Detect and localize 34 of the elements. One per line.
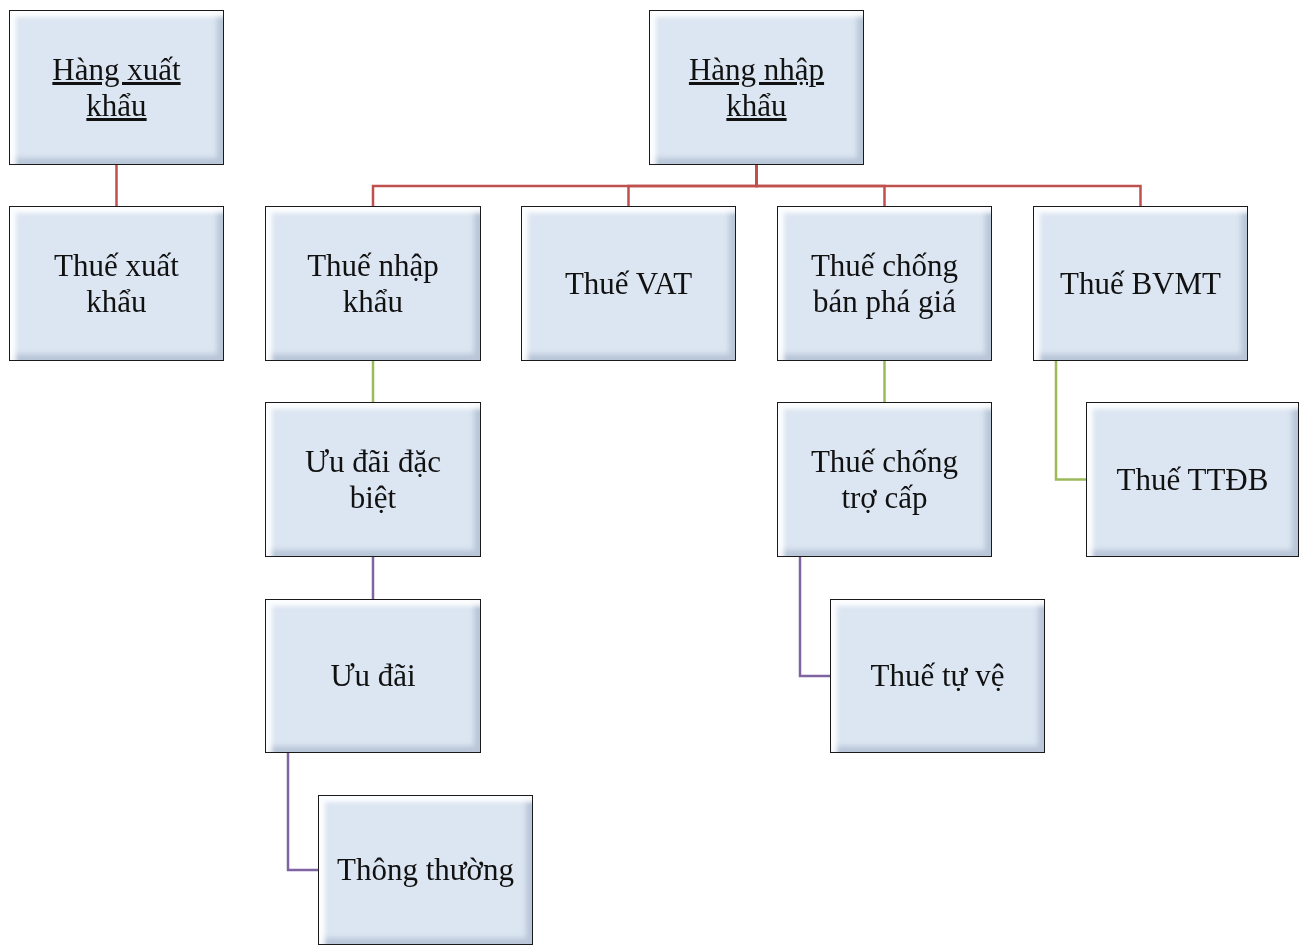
connector-line [883,361,886,402]
box-label: Hàng xuất khẩu [51,51,182,124]
process-box [777,206,992,361]
box-label: Ưu đãi đặc biệt [304,443,442,516]
connector-line [115,165,118,206]
box-label: Thuế VAT [564,265,693,302]
process-box [830,599,1045,753]
connector-line [371,557,375,599]
connector-line [286,753,318,872]
process-box [1033,206,1248,361]
process-box [265,402,481,557]
box-label: Thuế nhập khẩu [306,247,440,320]
process-box [318,795,533,945]
box-label: Ưu đãi [330,658,416,694]
process-box [777,402,992,557]
box-label: Thuế chống bán phá giá [809,247,960,320]
box-label: Thuế xuất khẩu [53,247,180,320]
box-label: Thuế chống trợ cấp [809,443,960,516]
process-box [649,10,864,165]
box-label: Thuế tự vệ [870,658,1005,694]
connector-line [755,165,1142,206]
connector-line [798,557,830,678]
box-label: Thông thường [337,852,514,888]
process-box [1086,402,1299,557]
box-label: Hàng nhập khẩu [687,51,826,124]
process-box [265,599,481,753]
box-label: Thuế TTĐB [1116,461,1269,498]
connector-line [371,361,375,402]
process-box [265,206,481,361]
process-box [9,206,224,361]
box-label: Thuế BVMT [1060,265,1221,302]
process-box [9,10,224,165]
connector-line [1054,361,1086,481]
process-box [521,206,736,361]
